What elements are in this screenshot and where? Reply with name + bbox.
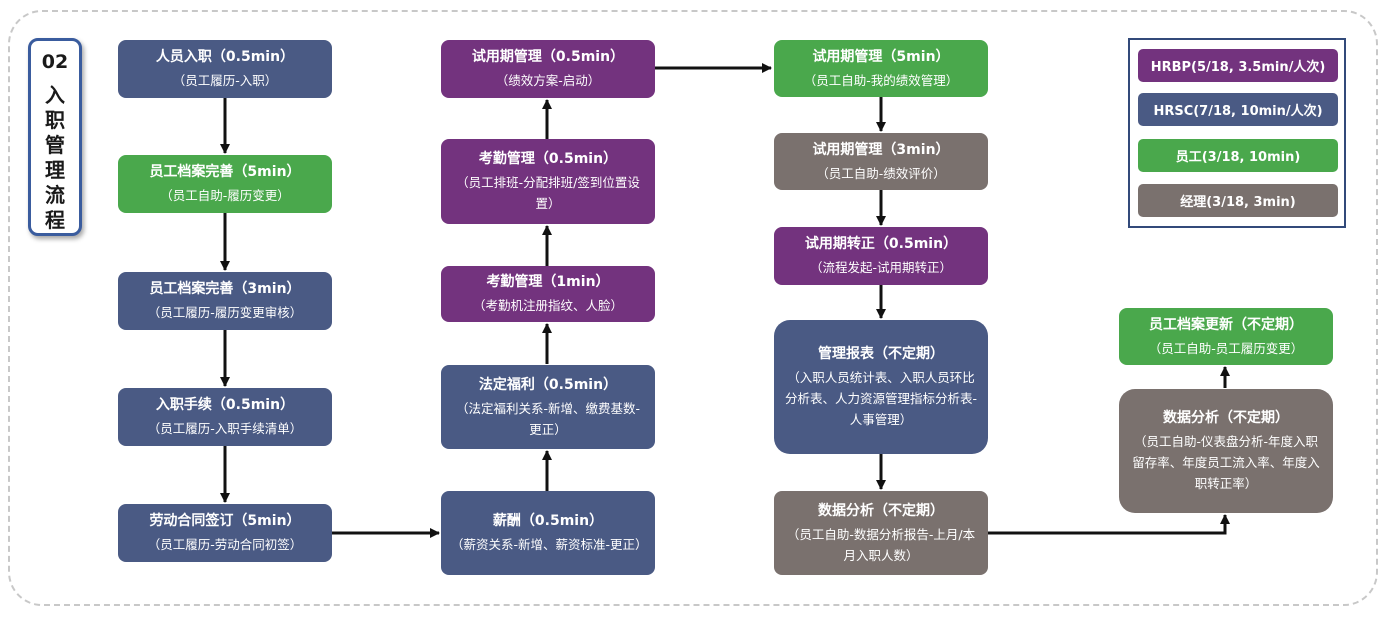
node-title: 数据分析（不定期） xyxy=(818,502,944,519)
node-subtitle: （员工自助-数据分析报告-上月/本月入职人数） xyxy=(786,526,976,563)
node-subtitle: （员工排班-分配排班/签到位置设置） xyxy=(456,175,640,211)
node-onboarding-procedures: 入职手续（0.5min） （员工履历-入职手续清单） xyxy=(118,388,332,446)
node-subtitle: （考勤机注册指纹、人脸） xyxy=(472,298,623,313)
legend-item-hrsc: HRSC(7/18, 10min/人次) xyxy=(1138,93,1338,126)
process-number: 02 xyxy=(41,51,69,73)
node-attendance-scheduling: 考勤管理（0.5min） （员工排班-分配排班/签到位置设置） xyxy=(441,139,655,224)
node-title: 试用期转正（0.5min） xyxy=(804,236,958,252)
node-title: 薪酬（0.5min） xyxy=(492,513,604,529)
node-title: 考勤管理（1min） xyxy=(486,274,610,290)
node-title: 数据分析（不定期） xyxy=(1163,410,1289,426)
legend-item-hrbp: HRBP(5/18, 3.5min/人次) xyxy=(1138,49,1338,82)
node-attendance-fingerprint: 考勤管理（1min） （考勤机注册指纹、人脸） xyxy=(441,266,655,322)
node-subtitle: （入职人员统计表、入职人员环比分析表、人力资源管理指标分析表-人事管理） xyxy=(784,370,977,427)
node-title: 员工档案完善（3min） xyxy=(149,281,301,297)
node-title: 试用期管理（0.5min） xyxy=(471,49,625,65)
node-title: 考勤管理（0.5min） xyxy=(478,151,618,167)
node-probation-plan: 试用期管理（0.5min） （绩效方案-启动） xyxy=(441,40,655,98)
node-subtitle: （流程发起-试用期转正） xyxy=(809,260,952,275)
node-subtitle: （员工自助-绩效评价） xyxy=(816,165,946,181)
diagram-frame xyxy=(8,10,1378,606)
process-title: 入职管理流程 xyxy=(45,83,65,232)
process-title-card: 02 入职管理流程 xyxy=(28,38,82,236)
node-probation-regularization: 试用期转正（0.5min） （流程发起-试用期转正） xyxy=(774,227,988,285)
node-subtitle: （员工履历-入职） xyxy=(172,73,278,88)
node-subtitle: （员工履历-劳动合同初签） xyxy=(147,537,303,552)
legend-item-manager: 经理(3/18, 3min) xyxy=(1138,184,1338,217)
node-subtitle: （员工履历-入职手续清单） xyxy=(147,421,303,436)
node-statutory-welfare: 法定福利（0.5min） （法定福利关系-新增、缴费基数-更正） xyxy=(441,365,655,449)
node-subtitle: （薪资关系-新增、薪资标准-更正） xyxy=(451,537,648,552)
node-subtitle: （员工履历-履历变更审核） xyxy=(147,305,303,320)
node-title: 入职手续（0.5min） xyxy=(155,397,295,413)
node-data-analysis-dashboard: 数据分析（不定期） （员工自助-仪表盘分析-年度入职留存率、年度员工流入率、年度… xyxy=(1119,389,1333,513)
node-subtitle: （员工自助-我的绩效管理） xyxy=(803,72,959,88)
node-subtitle: （员工自助-履历变更） xyxy=(160,188,290,203)
node-profile-complete-employee: 员工档案完善（5min） （员工自助-履历变更） xyxy=(118,155,332,213)
node-probation-self: 试用期管理（5min） （员工自助-我的绩效管理） xyxy=(774,40,988,97)
node-title: 管理报表（不定期） xyxy=(818,346,944,362)
node-profile-complete-review: 员工档案完善（3min） （员工履历-履历变更审核） xyxy=(118,272,332,330)
node-person-onboarding: 人员入职（0.5min） （员工履历-入职） xyxy=(118,40,332,98)
node-data-analysis-monthly: 数据分析（不定期） （员工自助-数据分析报告-上月/本月入职人数） xyxy=(774,491,988,575)
arrow-n15-n16 xyxy=(987,514,1230,535)
node-title: 员工档案更新（不定期） xyxy=(1149,316,1303,333)
node-title: 试用期管理（5min） xyxy=(812,48,950,65)
node-title: 员工档案完善（5min） xyxy=(149,164,301,180)
legend-item-employee: 员工(3/18, 10min) xyxy=(1138,139,1338,172)
node-profile-update: 员工档案更新（不定期） （员工自助-员工履历变更） xyxy=(1119,308,1333,365)
node-labor-contract: 劳动合同签订（5min） （员工履历-劳动合同初签） xyxy=(118,504,332,562)
node-subtitle: （法定福利关系-新增、缴费基数-更正） xyxy=(455,400,641,437)
node-title: 劳动合同签订（5min） xyxy=(149,513,301,529)
node-title: 人员入职（0.5min） xyxy=(155,49,295,65)
node-title: 试用期管理（3min） xyxy=(812,141,950,158)
node-salary: 薪酬（0.5min） （薪资关系-新增、薪资标准-更正） xyxy=(441,491,655,575)
node-probation-evaluation: 试用期管理（3min） （员工自助-绩效评价） xyxy=(774,133,988,190)
node-title: 法定福利（0.5min） xyxy=(478,376,618,393)
legend: HRBP(5/18, 3.5min/人次) HRSC(7/18, 10min/人… xyxy=(1128,38,1346,228)
node-subtitle: （绩效方案-启动） xyxy=(495,73,601,88)
node-management-report: 管理报表（不定期） （入职人员统计表、入职人员环比分析表、人力资源管理指标分析表… xyxy=(774,320,988,454)
node-subtitle: （员工自助-仪表盘分析-年度入职留存率、年度员工流入率、年度入职转正率） xyxy=(1132,434,1320,491)
node-subtitle: （员工自助-员工履历变更） xyxy=(1148,340,1304,356)
